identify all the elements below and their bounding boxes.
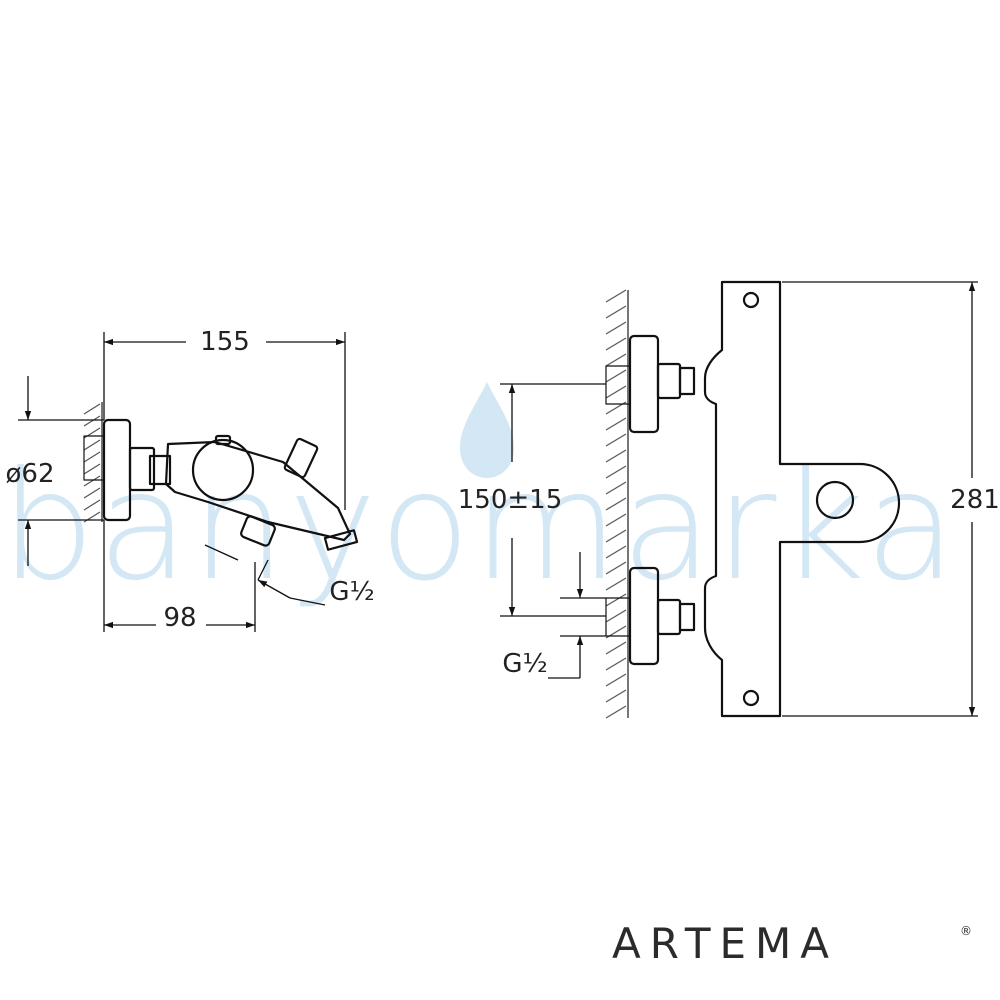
front-dimensions — [500, 281, 978, 717]
side-spout — [164, 440, 352, 542]
front-slot-top — [742, 291, 760, 309]
front-wall-hatch — [605, 289, 629, 719]
side-dimensions — [18, 332, 346, 632]
front-wall-pipe-top — [605, 365, 631, 405]
side-diverter — [283, 437, 319, 479]
side-thread-label: G½ — [329, 577, 374, 607]
front-thread-label: G½ — [502, 649, 547, 679]
front-view — [605, 280, 901, 719]
side-connector — [128, 446, 156, 492]
dim-diameter-label: ø62 — [6, 459, 55, 489]
side-knob — [191, 438, 255, 502]
brand-name: ARTEMA — [612, 919, 838, 968]
dim-centers-label: 150±15 — [458, 485, 563, 515]
front-body — [703, 280, 901, 718]
watermark-drop-icon — [460, 382, 514, 478]
dim-spout-label: 98 — [163, 603, 196, 633]
brand-registered-mark: ® — [960, 924, 972, 938]
side-aerator — [323, 529, 359, 551]
front-outlet — [815, 480, 855, 520]
brand-logo: ARTEMA ® — [612, 919, 972, 968]
side-wall-hatch — [83, 402, 103, 523]
side-handle — [240, 515, 276, 547]
dim-height-label: 281 — [950, 485, 1000, 515]
front-slot-bottom — [742, 689, 760, 707]
side-thread-leader — [257, 579, 291, 599]
front-escutcheon-top — [628, 334, 660, 434]
side-view — [83, 402, 359, 551]
dim-width-label: 155 — [200, 327, 250, 357]
watermark: banyomarka — [0, 382, 957, 614]
